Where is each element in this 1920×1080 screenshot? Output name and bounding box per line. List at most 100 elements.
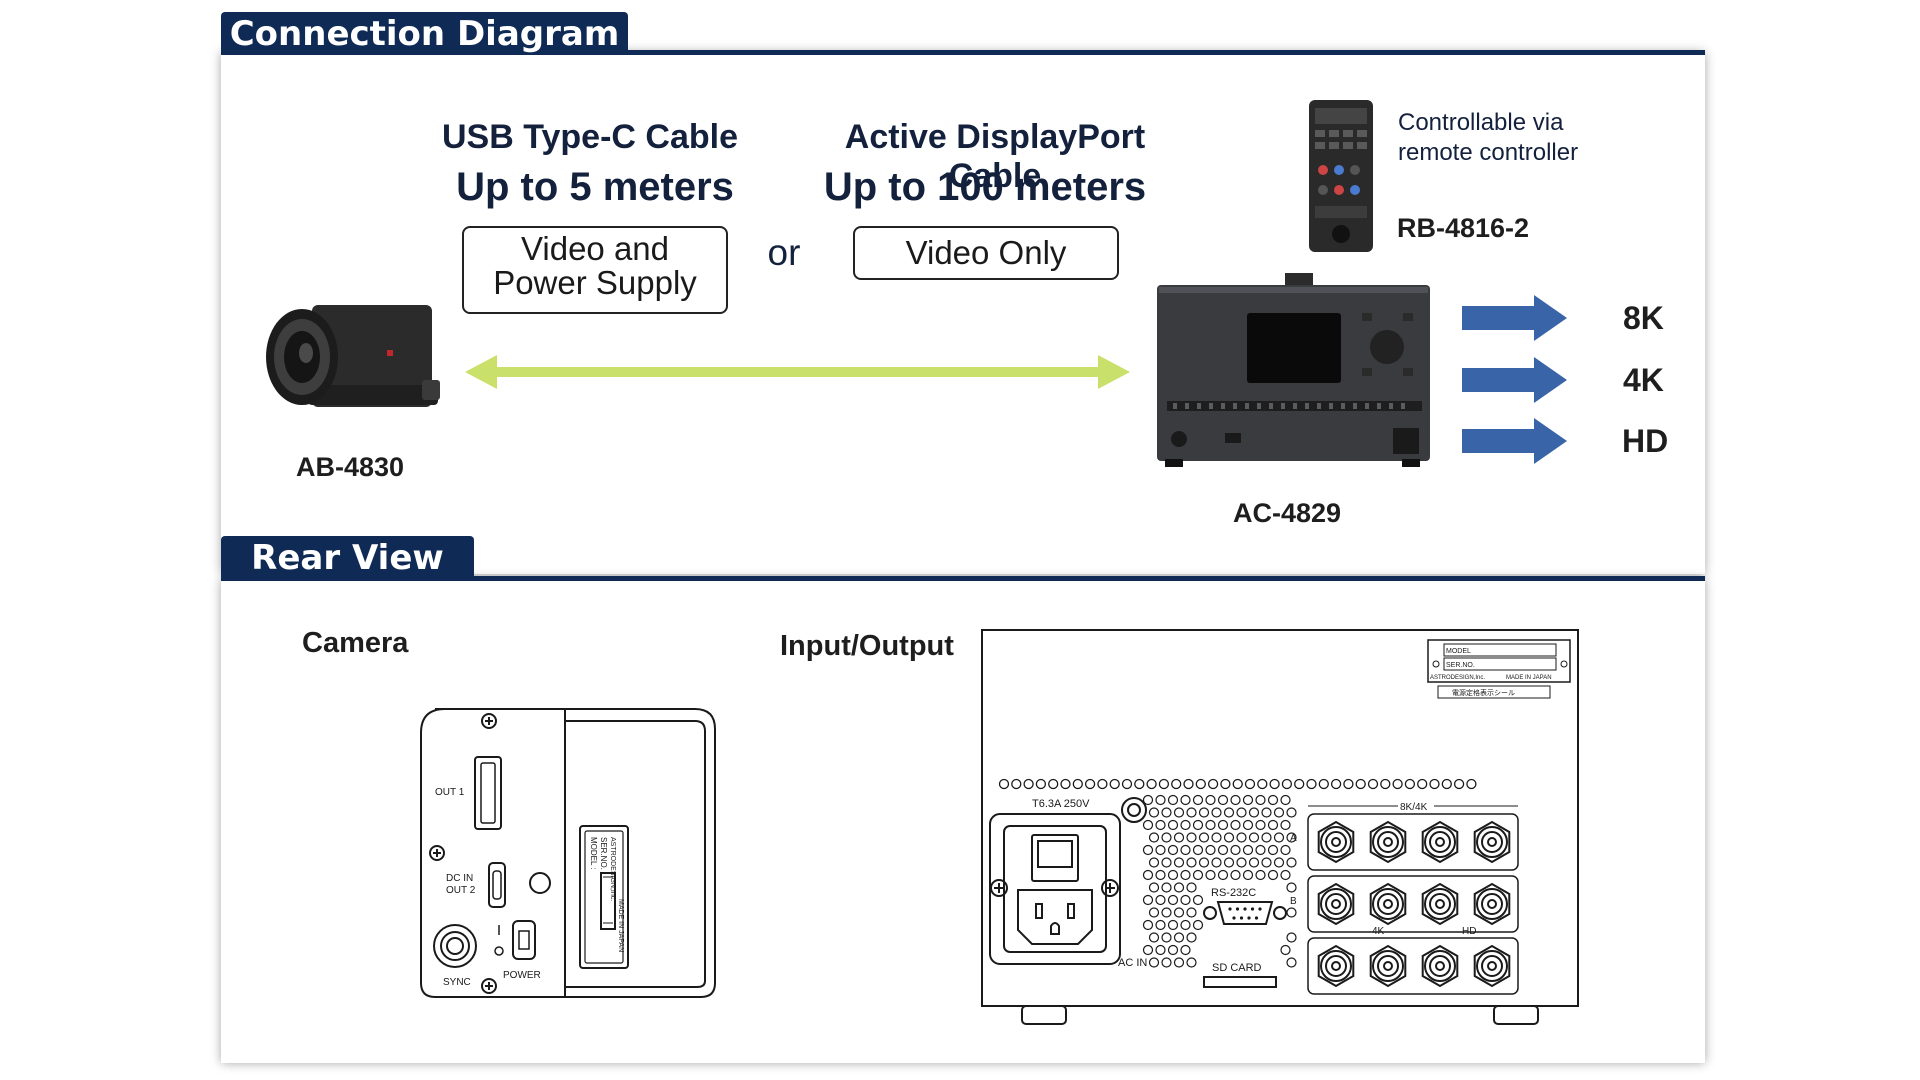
vent-hole	[1273, 857, 1285, 868]
cable-connection-arrow	[465, 355, 1130, 389]
vent-hole	[1023, 778, 1034, 790]
vent-hole	[1161, 807, 1172, 818]
vent-hole	[1186, 857, 1197, 868]
vent-hole	[1230, 819, 1241, 831]
vent-hole	[1142, 894, 1154, 906]
vent-hole	[1367, 778, 1379, 790]
or-label: or	[767, 232, 801, 273]
vent-hole	[1173, 907, 1185, 918]
vent-hole	[1280, 794, 1291, 806]
vent-hole	[1192, 919, 1204, 931]
vent-hole	[1167, 894, 1179, 906]
remote-note: Controllable via remote controller	[1398, 109, 1579, 166]
io-plate-maker: ASTRODESIGN,Inc.	[1430, 675, 1485, 681]
vent-hole	[1142, 944, 1154, 956]
vent-hole	[1072, 778, 1083, 790]
vent-hole	[1230, 869, 1241, 881]
vent-hole	[1198, 832, 1210, 843]
io-plate-made: MADE IN JAPAN	[1506, 675, 1552, 681]
processor-rear-drawing: MODEL SER.NO. ASTRODESIGN,Inc. MADE IN J…	[981, 629, 1579, 1025]
vent-hole	[1429, 778, 1440, 790]
usb-cable-name: USB Type-C Cable	[442, 118, 738, 156]
cam-port-power: POWER	[503, 970, 541, 981]
bnc-connector	[1421, 820, 1459, 864]
vent-hole	[1084, 778, 1096, 790]
vent-hole	[1167, 794, 1179, 806]
vent-hole	[1318, 778, 1329, 790]
vent-hole	[1280, 819, 1291, 831]
vent-hole	[1244, 778, 1256, 790]
vent-hole	[1242, 794, 1254, 806]
vent-hole	[1355, 778, 1366, 790]
rear-view-panel	[221, 579, 1705, 1063]
vent-hole	[1205, 844, 1216, 856]
vent-hole	[1167, 819, 1179, 831]
io-row-a: A	[1290, 833, 1297, 844]
vent-hole	[1267, 794, 1279, 806]
vent-hole	[1167, 919, 1179, 931]
rear-io-label: Input/Output	[780, 630, 954, 662]
vent-hole	[1183, 778, 1194, 790]
vent-hole	[1242, 869, 1254, 881]
vent-hole	[1148, 832, 1160, 843]
vent-hole	[1261, 807, 1272, 818]
vent-hole	[1173, 882, 1185, 893]
rs232-pin	[1239, 916, 1244, 920]
vent-hole	[1217, 794, 1229, 806]
vent-hole	[1155, 819, 1166, 831]
vent-hole	[1158, 778, 1170, 790]
vent-hole	[1220, 778, 1231, 790]
bnc-connector	[1473, 944, 1511, 988]
rs232-pin	[1232, 916, 1236, 920]
vent-hole	[1180, 944, 1191, 956]
vent-hole	[1192, 794, 1204, 806]
vent-hole	[1294, 778, 1305, 790]
vent-hole	[1306, 778, 1317, 790]
remote-model-label: RB-4816-2	[1397, 213, 1530, 243]
vent-hole	[1286, 832, 1297, 843]
vent-hole	[1161, 932, 1172, 943]
vent-hole	[1236, 857, 1247, 868]
vent-hole	[1186, 957, 1197, 968]
dp-note-text: Video Only	[905, 234, 1067, 271]
io-rs232-label: RS-232C	[1211, 887, 1256, 899]
vent-hole	[1248, 807, 1260, 818]
io-group-4k: 4K	[1372, 926, 1385, 937]
vent-hole	[1148, 932, 1160, 943]
vent-hole	[1195, 778, 1206, 790]
vent-hole	[1380, 778, 1391, 790]
output-arrow-8k	[1462, 295, 1567, 341]
vent-hole	[1261, 857, 1272, 868]
cam-port-out1: OUT 1	[435, 787, 465, 798]
vent-hole	[1267, 819, 1279, 831]
bnc-connector	[1473, 820, 1511, 864]
io-row-b: B	[1290, 896, 1297, 907]
vent-hole	[1217, 869, 1229, 881]
vent-hole	[1392, 778, 1403, 790]
rear-camera-label: Camera	[302, 627, 409, 659]
vent-hole	[1192, 844, 1204, 856]
vent-hole	[1186, 932, 1197, 943]
vent-hole	[1255, 869, 1266, 881]
vent-hole	[998, 778, 1010, 790]
vent-hole	[1167, 844, 1179, 856]
vent-hole	[1232, 778, 1243, 790]
vent-hole	[1207, 778, 1219, 790]
vent-hole	[1217, 819, 1229, 831]
vent-hole	[1198, 857, 1210, 868]
vent-hole	[1286, 882, 1297, 893]
vent-hole	[1205, 869, 1216, 881]
usb-cable-range: Up to 5 meters	[456, 165, 734, 209]
vent-hole	[1134, 778, 1145, 790]
vent-hole	[1167, 869, 1179, 881]
vent-hole	[1257, 778, 1268, 790]
cam-plate-maker: ASTRODESIGN,Inc.	[609, 837, 616, 901]
vent-hole	[1198, 807, 1210, 818]
vent-hole	[1142, 869, 1154, 881]
vent-hole	[1466, 778, 1477, 790]
bnc-connector	[1421, 944, 1459, 988]
output-arrow-4k	[1462, 357, 1567, 403]
vent-hole	[1148, 957, 1160, 968]
rear-header-bar	[221, 576, 1705, 581]
cam-plate-made: MADE IN JAPAN	[617, 899, 624, 952]
